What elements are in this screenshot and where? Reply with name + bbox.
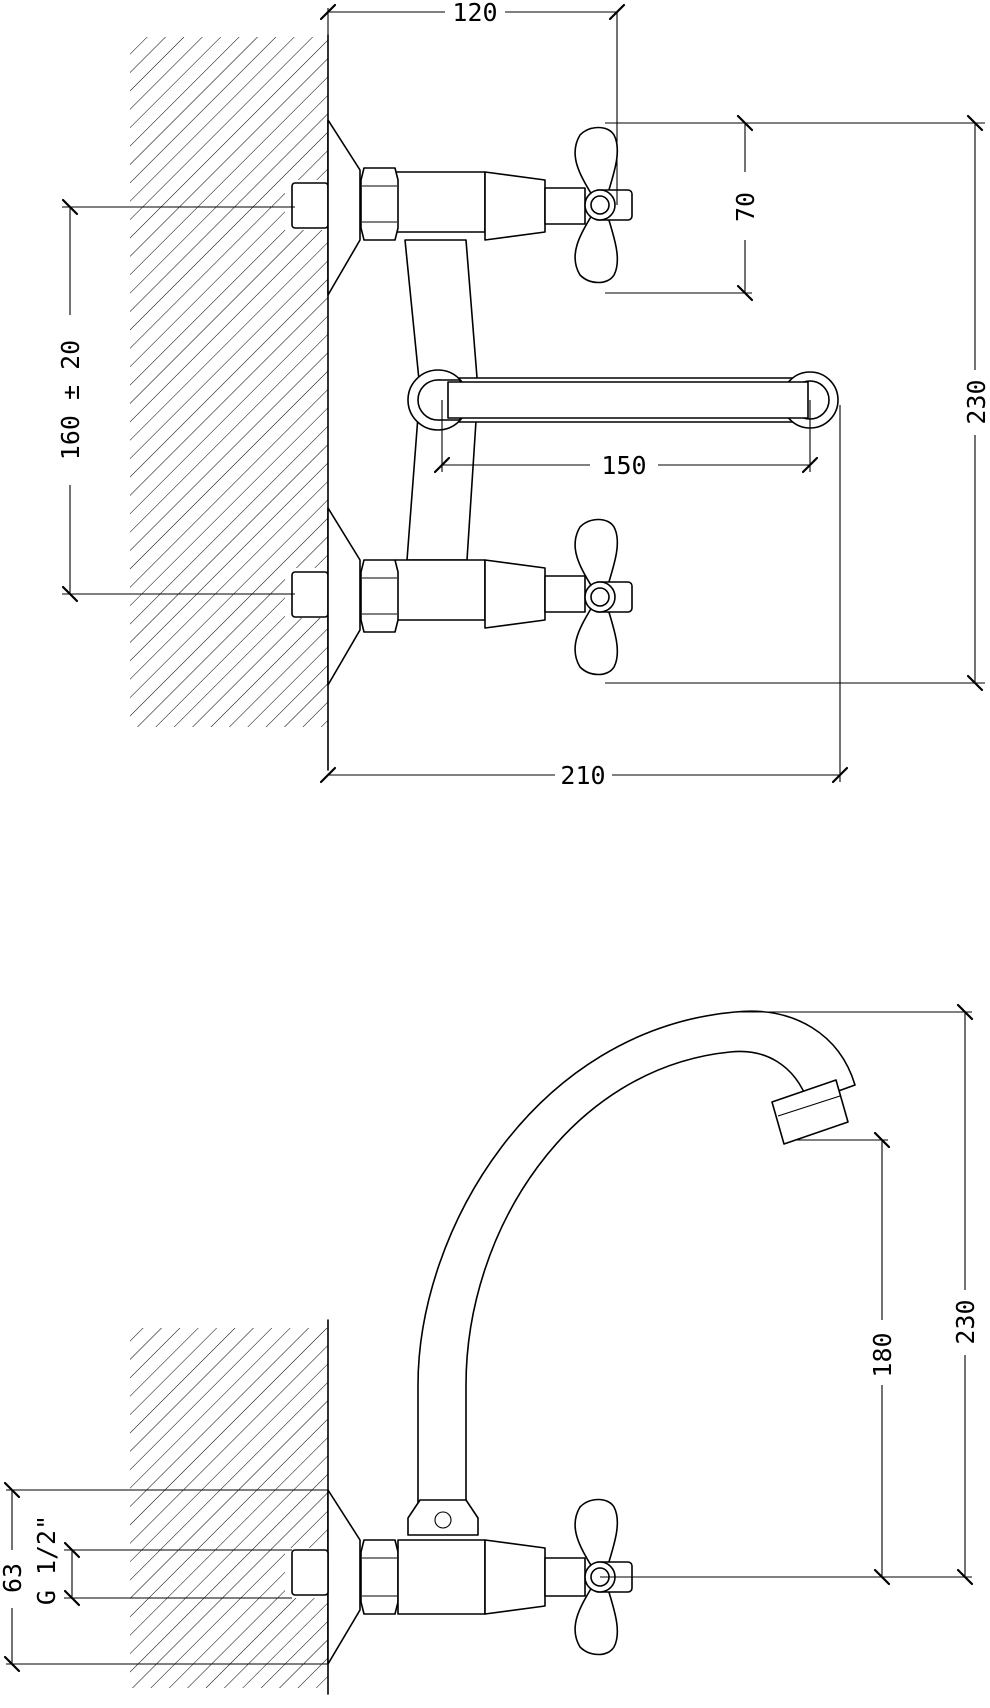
wall-section-top — [130, 34, 329, 771]
dim-spout-height: 180 — [868, 1332, 897, 1377]
wall-section-side — [130, 1319, 329, 1695]
faucet-side-view — [291, 1010, 856, 1665]
dim-side-overall-height: 230 — [951, 1299, 980, 1344]
dimensions-side: 180 230 63 G 1/2" — [0, 1003, 980, 1673]
dim-handle-height: 70 — [731, 192, 760, 222]
dim-width-top: 120 — [452, 0, 497, 27]
faucet-top-view — [291, 119, 839, 686]
dim-overall-depth: 210 — [560, 761, 605, 790]
side-view: 180 230 63 G 1/2" — [0, 1003, 980, 1695]
dim-spout-length: 150 — [601, 451, 646, 480]
dim-inlet-spacing: 160 ± 20 — [56, 340, 85, 460]
top-view: 120 70 230 160 ± 20 — [56, 0, 990, 790]
dim-thread: G 1/2" — [32, 1515, 61, 1605]
dim-body-height: 63 — [0, 1563, 27, 1593]
dimensions-top: 120 70 230 160 ± 20 — [56, 0, 990, 790]
dim-overall-height: 230 — [962, 379, 990, 424]
